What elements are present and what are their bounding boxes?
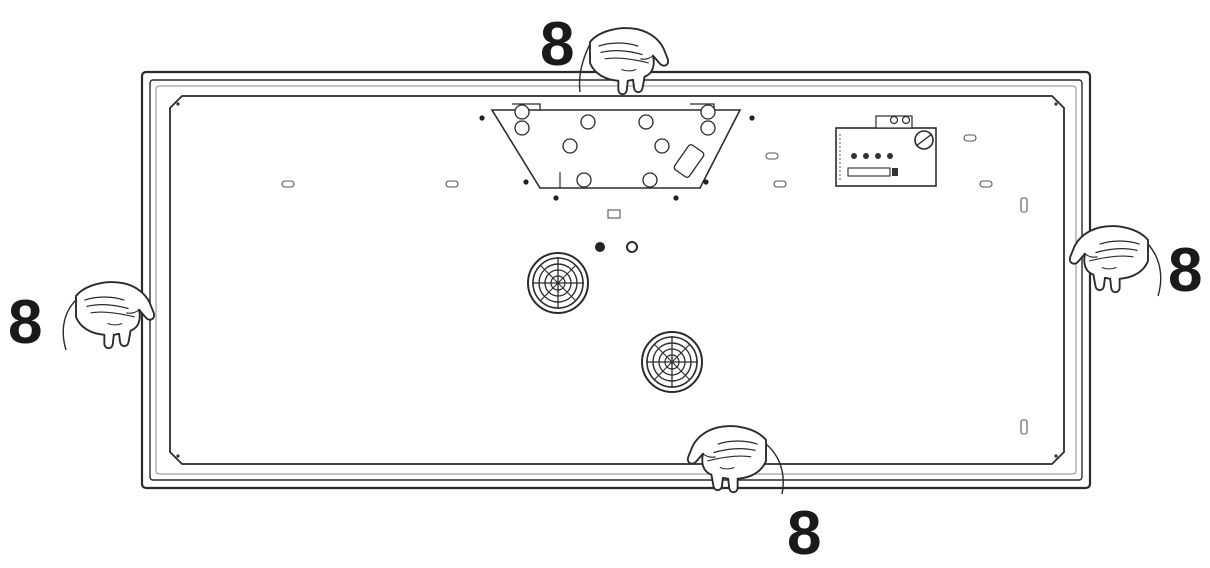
round-jacks: [595, 241, 638, 253]
callout-number-bottom: 8: [787, 499, 822, 568]
callout-number-right: 8: [1168, 236, 1203, 305]
back-cover: [169, 95, 1065, 465]
io-board-icon: [835, 115, 937, 187]
mounting-slots: [281, 134, 1028, 435]
arm-lines: [62, 43, 1162, 495]
vesa-bracket-icon: [479, 103, 755, 201]
callout-number-top: 8: [540, 10, 575, 79]
callout-number-left: 8: [8, 288, 43, 357]
